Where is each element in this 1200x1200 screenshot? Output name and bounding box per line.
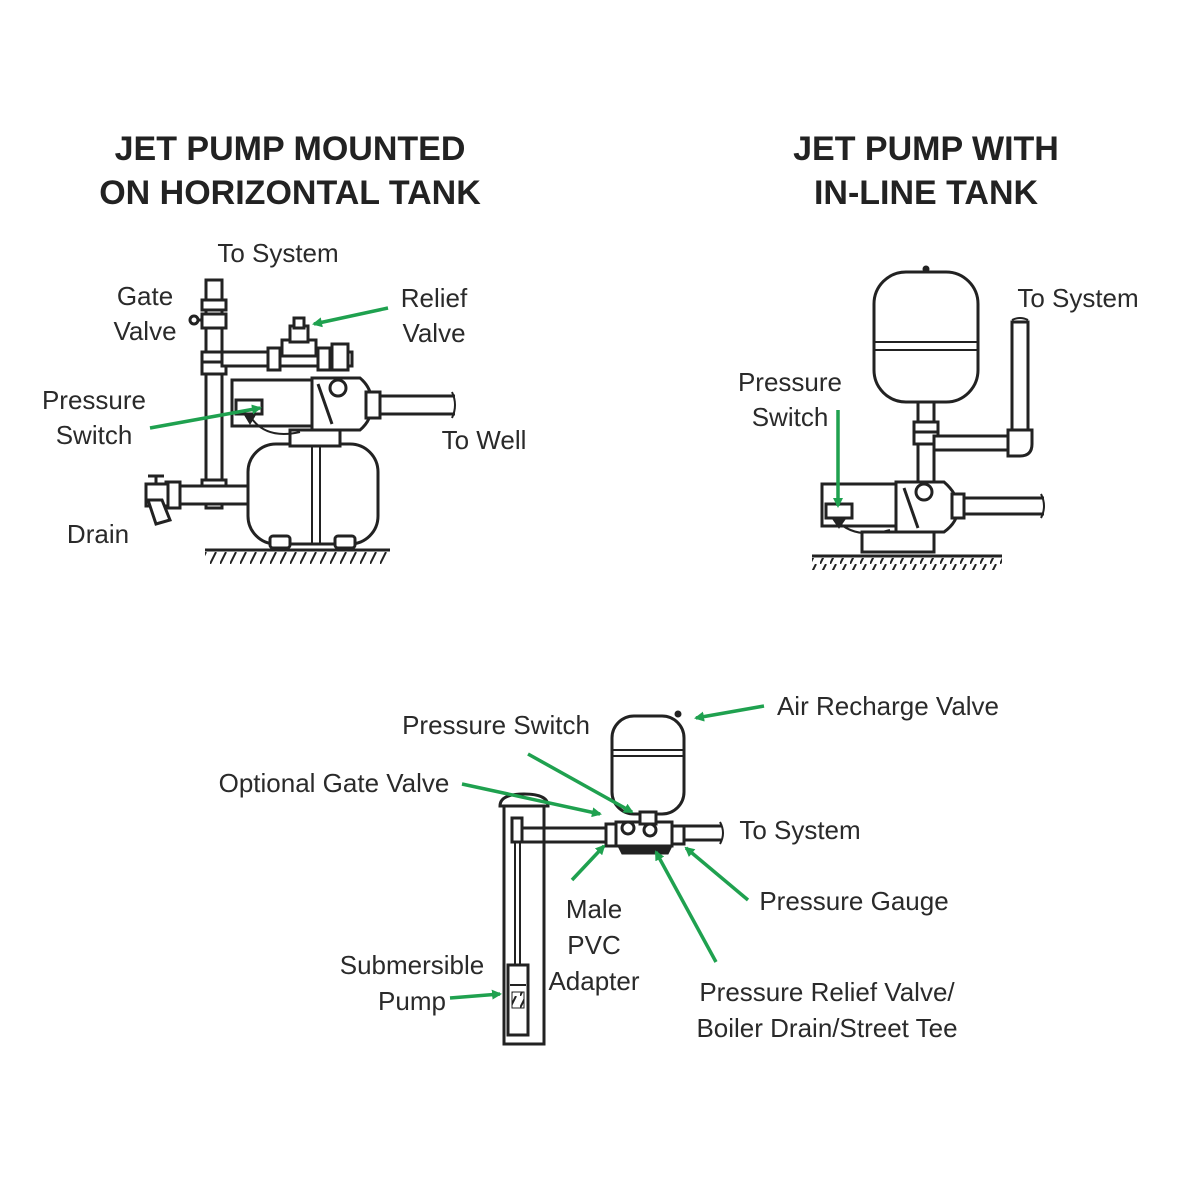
label-drain: Drain (67, 519, 129, 549)
label-to-well: To Well (442, 425, 527, 455)
gate-valve (188, 312, 228, 330)
arrow-relief-valve (312, 306, 389, 328)
supply-pipe (522, 820, 724, 855)
label-gate-valve-line1: Gate (117, 281, 173, 311)
vertical-riser-pipe (200, 278, 228, 510)
diagram2-title-line2: IN-LINE TANK (814, 174, 1039, 212)
label-relief-line2: Boiler Drain/Street Tee (696, 1013, 957, 1043)
jet-pump-1 (230, 376, 456, 435)
relief-valve (280, 316, 318, 358)
arrow-optional-gate-valve (461, 782, 602, 818)
horizontal-tank (246, 428, 380, 550)
label-to-system-3: To System (739, 815, 860, 845)
pressure-tank-3 (610, 710, 686, 826)
label-to-system-1: To System (217, 238, 338, 268)
diagram-inline-tank: JET PUMP WITH IN-LINE TANK (738, 130, 1139, 570)
diagram2-title-line1: JET PUMP WITH (793, 130, 1059, 168)
arrow-pressure-relief-valve (654, 850, 718, 963)
arrow-pressure-switch-3 (527, 752, 634, 814)
label-submersible-line1: Submersible (340, 950, 485, 980)
label-submersible-line2: Pump (378, 986, 446, 1016)
label-pressure-gauge: Pressure Gauge (759, 886, 948, 916)
jet-pump-2 (820, 480, 1045, 554)
bottom-pipe-drain (144, 474, 250, 526)
pressure-switch-box-2 (824, 502, 854, 520)
arrow-male-pvc-adapter (570, 844, 606, 882)
label-male-pvc-line1: Male (566, 894, 622, 924)
diagram1-ground (205, 548, 390, 564)
arrow-pressure-gauge (684, 846, 750, 902)
label-air-recharge-valve: Air Recharge Valve (777, 691, 999, 721)
label-gate-valve-line2: Valve (113, 316, 176, 346)
label-male-pvc-line2: PVC (567, 930, 620, 960)
inline-tank (872, 265, 980, 486)
arrow-pressure-switch-1 (149, 404, 262, 430)
label-relief-line1: Pressure Relief Valve/ (699, 977, 955, 1007)
diagram1-title-line2: ON HORIZONTAL TANK (99, 174, 481, 212)
label-pressure-switch-1-line1: Pressure (42, 385, 146, 415)
label-male-pvc-line3: Adapter (548, 966, 639, 996)
label-relief-valve-line2: Valve (402, 318, 465, 348)
label-pressure-switch-2-line2: Switch (752, 402, 829, 432)
label-optional-gate-valve: Optional Gate Valve (219, 768, 450, 798)
well-casing (498, 792, 550, 1046)
label-relief-valve-line1: Relief (401, 283, 468, 313)
to-system-pipe-2 (932, 317, 1034, 458)
diagram-horizontal-tank: JET PUMP MOUNTED ON HORIZONTAL TANK (42, 130, 526, 564)
label-pressure-switch-2-line1: Pressure (738, 367, 842, 397)
diagram1-title-line1: JET PUMP MOUNTED (115, 130, 466, 168)
arrow-submersible-pump (449, 989, 502, 1000)
diagram2-ground (812, 554, 1002, 570)
label-to-system-2: To System (1017, 283, 1138, 313)
label-pressure-switch-3: Pressure Switch (402, 710, 590, 740)
diagram-submersible: Air Recharge Valve Pressure Switch Optio… (219, 691, 999, 1046)
arrow-air-recharge-valve (694, 704, 765, 722)
label-pressure-switch-1-line2: Switch (56, 420, 133, 450)
